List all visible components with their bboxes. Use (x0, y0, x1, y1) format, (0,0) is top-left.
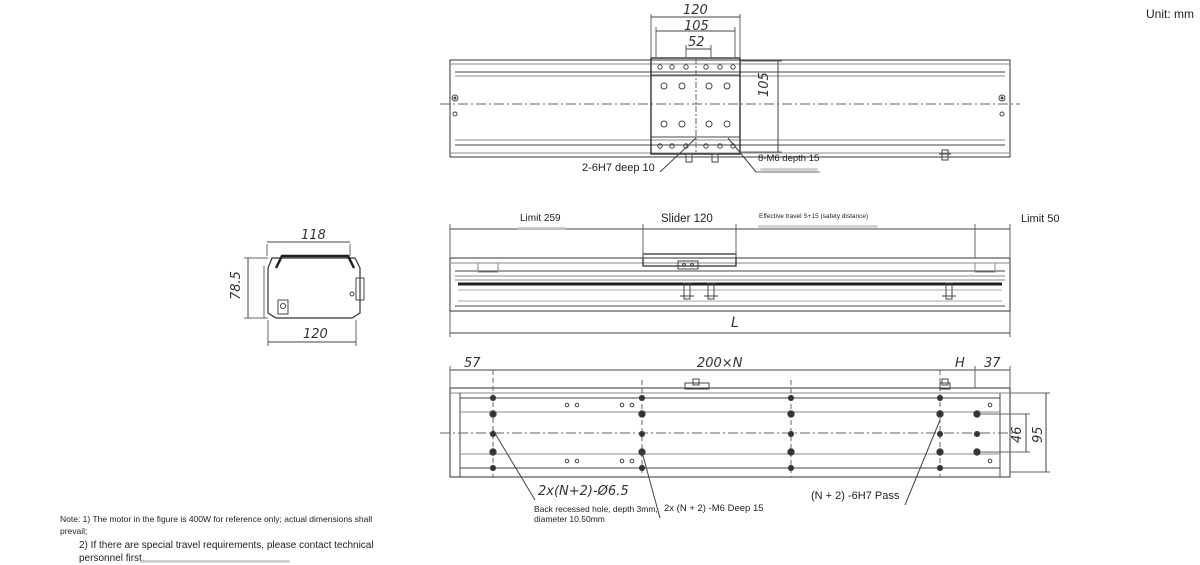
dim-total-length: L (731, 315, 739, 331)
callout-6h7-pass: (N + 2) -6H7 Pass (811, 490, 900, 502)
label-limit-259: Limit 259 (520, 213, 561, 224)
bottom-view-module (440, 366, 1050, 519)
note-line-2: prevail; (60, 526, 88, 536)
dim-hole-spacing-46: 46 (1010, 426, 1025, 443)
dim-profile-height-78-5: 78.5 (229, 271, 244, 300)
callout-m6-threads: 2x (N + 2) -M6 Deep 15 (664, 503, 764, 514)
dim-slider-width-120: 120 (683, 3, 708, 18)
bottom-mount-holes (489, 394, 981, 472)
label-effective-travel: Effective travel S+15 (safety distance) (759, 213, 869, 220)
callout-thread-holes: 8-M6 depth 15 (758, 153, 820, 164)
unit-label: Unit: mm (1146, 7, 1194, 21)
side-view-module (449, 224, 1011, 337)
dim-base-width-95: 95 (1031, 426, 1046, 443)
dim-H: H (955, 356, 965, 371)
blurred-text (758, 225, 878, 228)
note-line-3: 2) If there are special travel requireme… (79, 540, 374, 551)
callout-dowel-holes: 2-6H7 deep 10 (582, 162, 655, 174)
note-line-1: Note: 1) The motor in the figure is 400W… (60, 514, 373, 524)
callout-recess-note-1: Back recessed hole, depth 3mm, (534, 504, 658, 514)
label-limit-50: Limit 50 (1021, 213, 1060, 225)
end-view-profile (244, 241, 365, 346)
blurred-text (518, 227, 566, 230)
dim-profile-width-118: 118 (301, 228, 326, 243)
callout-through-holes: 2x(N+2)-Ø6.5 (538, 484, 629, 499)
dim-slider-length-105: 105 (757, 72, 772, 97)
dim-offset-37: 37 (984, 356, 1001, 371)
dim-base-width-120: 120 (303, 327, 328, 342)
blurred-text (760, 168, 818, 171)
note-line-4: personnel first. (79, 553, 145, 564)
dim-hole-pitch-52: 52 (688, 35, 705, 50)
blurred-text (140, 560, 290, 563)
dim-hole-span-105: 105 (684, 19, 709, 34)
top-view-module (440, 14, 1020, 173)
dim-pitch-200xN: 200×N (697, 356, 743, 371)
label-slider-120: Slider 120 (661, 213, 713, 225)
callout-recess-note-2: diameter 10.50mm (534, 514, 605, 524)
dim-offset-57: 57 (464, 356, 481, 371)
